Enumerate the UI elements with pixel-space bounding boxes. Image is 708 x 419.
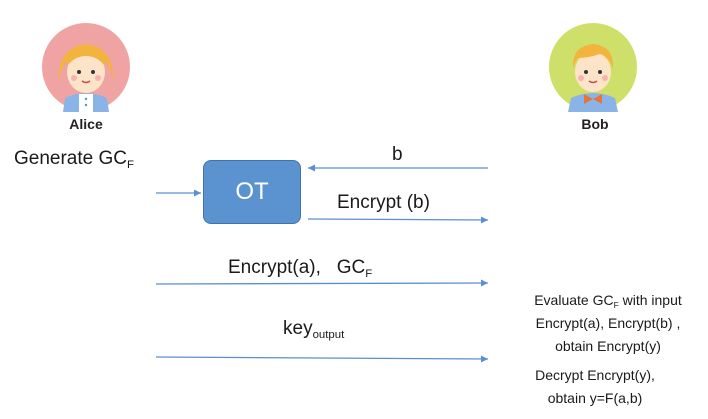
decrypt-line-1: Decrypt Encrypt(y),	[535, 367, 655, 383]
gc-subscript: F	[365, 267, 373, 280]
message-encrypt-a-gc: Encrypt(a), GCF	[228, 257, 373, 280]
alice-generate-step: Generate GCF	[14, 148, 134, 171]
evaluate-prefix: Evaluate GC	[534, 292, 614, 308]
evaluate-line-1: Evaluate GCF with input	[508, 289, 708, 312]
bob-name: Bob	[581, 116, 609, 132]
decrypt-line-2: obtain y=F(a,b)	[547, 390, 643, 406]
bob-decrypt-step: Decrypt Encrypt(y), obtain y=F(a,b)	[495, 364, 695, 410]
bob-evaluate-step: Evaluate GCF with input Encrypt(a), Encr…	[508, 289, 708, 358]
alice-avatar-icon	[42, 23, 130, 112]
generate-subscript: F	[127, 158, 134, 171]
key-subscript: output	[312, 328, 345, 341]
evaluate-line-3: obtain Encrypt(y)	[555, 338, 661, 354]
generate-text: Generate GC	[14, 148, 127, 169]
gc-text: GC	[336, 257, 366, 278]
evaluate-line-2: Encrypt(a), Encrypt(b) ,	[535, 315, 681, 331]
arrow-ot-to-bob	[307, 216, 489, 224]
key-text: key	[283, 318, 313, 339]
message-key-output: keyoutput	[283, 318, 345, 341]
arrow-alice-to-bob-key	[155, 355, 489, 363]
ot-box: OT	[203, 160, 301, 224]
encrypt-a-text: Encrypt(a),	[228, 257, 321, 278]
message-b: b	[392, 144, 403, 165]
evaluate-subscript: F	[613, 299, 619, 310]
alice-name: Alice	[69, 116, 103, 132]
evaluate-suffix: with input	[618, 292, 682, 308]
bob-avatar-icon	[549, 23, 637, 112]
arrow-alice-to-bob-encrypt	[155, 279, 489, 287]
message-encrypt-b: Encrypt (b)	[337, 192, 430, 213]
ot-label: OT	[235, 178, 269, 205]
